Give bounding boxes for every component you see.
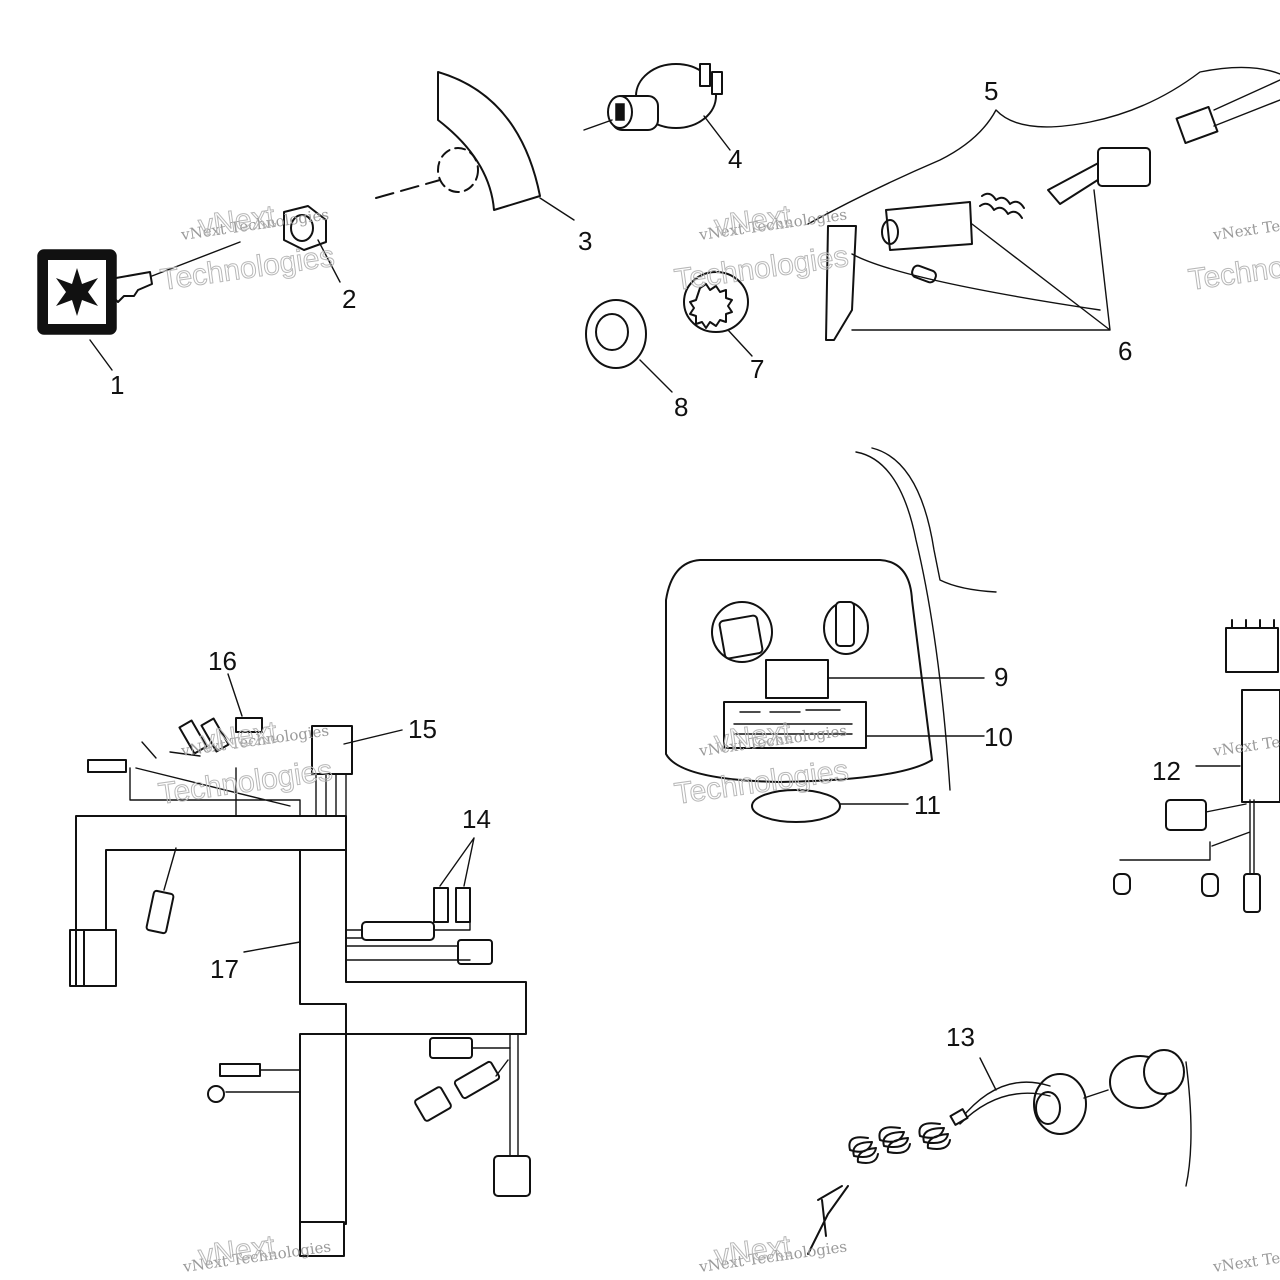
watermark-text: vNext Technologies bbox=[1211, 205, 1280, 244]
callout-14: 14 bbox=[462, 804, 491, 834]
part-main-harness bbox=[69, 673, 531, 1257]
part-tether-cord bbox=[807, 1049, 1192, 1255]
watermark-text: vNext bbox=[196, 1229, 277, 1272]
callout-15: 15 bbox=[408, 714, 437, 744]
callout-8: 8 bbox=[674, 392, 688, 422]
part-ring-nut bbox=[585, 299, 673, 393]
callout-11: 11 bbox=[914, 790, 941, 820]
part-harness-right bbox=[1113, 619, 1280, 913]
watermark-text: Technologies bbox=[672, 240, 850, 297]
watermark-text: Technologies bbox=[1186, 240, 1280, 297]
callout-2: 2 bbox=[342, 284, 356, 314]
part-key-fob bbox=[37, 241, 241, 335]
callout-labels: 1 2 3 4 5 6 7 8 9 10 11 12 13 14 15 16 1… bbox=[110, 76, 1181, 1052]
part-star-washer bbox=[683, 271, 753, 357]
part-shield-plate bbox=[375, 71, 575, 221]
watermark-text: vNext bbox=[712, 199, 793, 242]
callout-6: 6 bbox=[1118, 336, 1132, 366]
part-hex-nut bbox=[283, 205, 341, 283]
callout-1: 1 bbox=[110, 370, 124, 400]
callout-4: 4 bbox=[728, 144, 742, 174]
callout-12: 12 bbox=[1152, 756, 1181, 786]
part-console bbox=[665, 447, 997, 823]
part-lever-assembly bbox=[807, 66, 1280, 341]
callout-3: 3 bbox=[578, 226, 592, 256]
callout-5: 5 bbox=[984, 76, 998, 106]
watermark-text: Technologies bbox=[672, 754, 850, 811]
callout-16: 16 bbox=[208, 646, 237, 676]
callout-10: 10 bbox=[984, 722, 1013, 752]
callout-17: 17 bbox=[210, 954, 239, 984]
callout-7: 7 bbox=[750, 354, 764, 384]
watermark-text: Technologies bbox=[158, 240, 336, 297]
part-ignition-switch bbox=[583, 63, 731, 151]
callout-13: 13 bbox=[946, 1022, 975, 1052]
watermark-text: Technologies bbox=[156, 754, 334, 811]
watermark-text: vNext Technologies bbox=[1211, 1237, 1280, 1276]
callout-9: 9 bbox=[994, 662, 1008, 692]
watermark-text: vNext bbox=[196, 199, 277, 242]
watermark-text: vNext bbox=[712, 1229, 793, 1272]
